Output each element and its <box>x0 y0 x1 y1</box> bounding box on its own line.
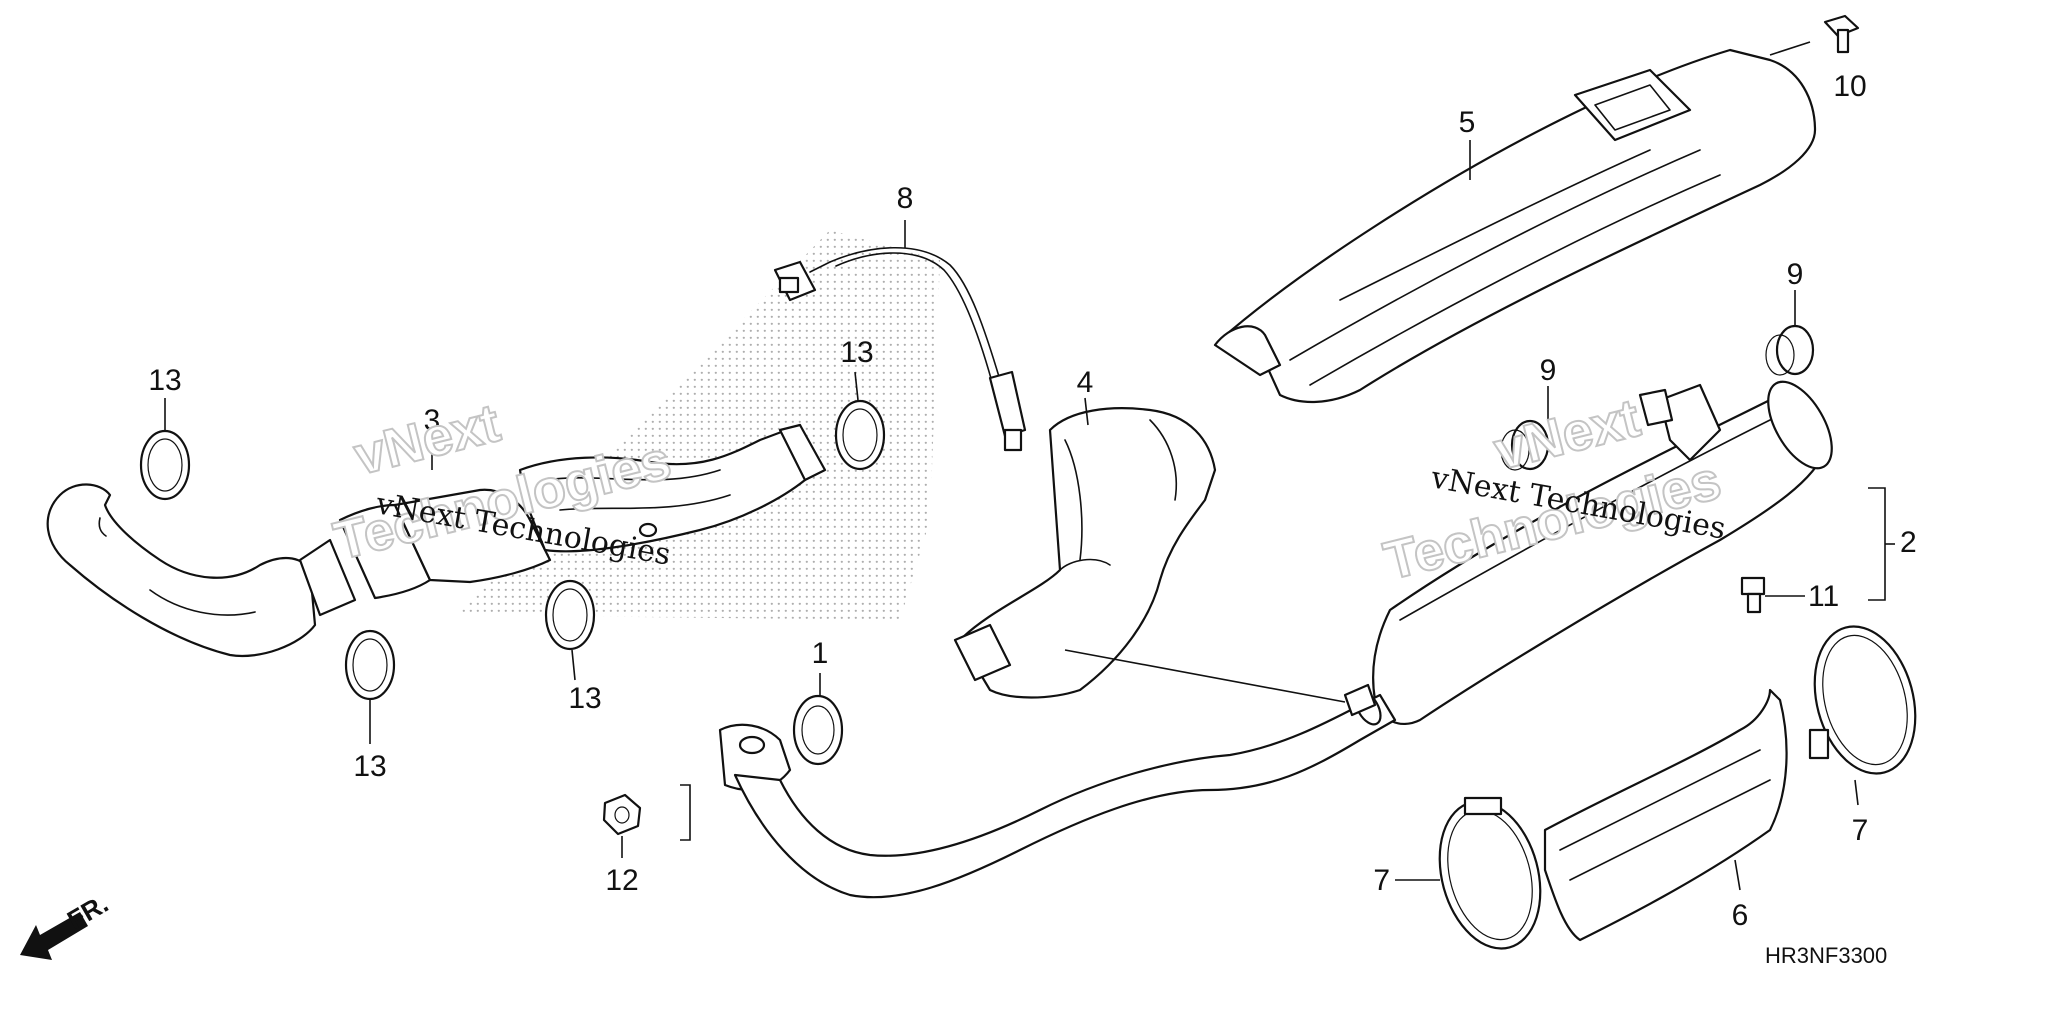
part-9-grommet-left <box>1500 419 1550 471</box>
callout-9-left: 9 <box>1540 354 1557 387</box>
callout-12: 12 <box>605 864 638 897</box>
part-4-heat-shield <box>953 407 1217 699</box>
callout-numbers: 1 2 3 4 5 6 7 7 8 9 9 10 11 12 13 13 13 … <box>148 70 1916 932</box>
part-11-screw <box>1740 576 1766 614</box>
callout-4: 4 <box>1077 366 1094 399</box>
callout-13-top-left: 13 <box>148 364 181 397</box>
callout-9-right: 9 <box>1787 258 1804 291</box>
part-10-bolt <box>1823 14 1860 54</box>
part-5-muffler-heat-shield <box>1213 48 1817 403</box>
callout-5: 5 <box>1459 106 1476 139</box>
callout-2: 2 <box>1900 526 1917 559</box>
part-2-muffler <box>1372 380 1833 725</box>
part-13-hose-clamp-top-right <box>834 399 886 471</box>
leader-lines <box>164 41 1895 891</box>
callout-3: 3 <box>424 404 441 437</box>
part-13-hose-clamp-middle <box>544 579 596 651</box>
part-7-band-clamp-left <box>1438 796 1542 950</box>
exhaust-pipe-main <box>718 683 1397 899</box>
part-7-band-clamp-right <box>1808 625 1917 775</box>
callout-7-right: 7 <box>1852 814 1869 847</box>
part-13-hose-clamp-bottom-left <box>344 629 396 701</box>
front-direction-indicator: FR. <box>20 888 113 960</box>
callout-11: 11 <box>1808 580 1839 613</box>
part-3-exhaust-pipe-catalyst <box>46 423 827 658</box>
callout-13-top-right: 13 <box>840 336 873 369</box>
part-12-nut <box>602 793 642 836</box>
diagram-code: HR3NF3300 <box>1765 943 1887 968</box>
callout-1: 1 <box>812 637 829 670</box>
part-9-grommet-right <box>1765 324 1815 376</box>
part-1-gasket <box>792 694 844 766</box>
part-13-hose-clamp-top-left <box>139 429 191 501</box>
front-arrow-icon <box>20 912 88 960</box>
part-6-tail-shield <box>1543 688 1788 942</box>
callout-13-bottom-left: 13 <box>353 750 386 783</box>
callout-7-left: 7 <box>1373 864 1390 897</box>
callout-8: 8 <box>897 182 914 215</box>
svg-text:vNext: vNext <box>1488 388 1645 482</box>
callout-10: 10 <box>1833 70 1866 103</box>
part-8-oxygen-sensor <box>773 246 1027 452</box>
callout-6: 6 <box>1732 899 1749 932</box>
callout-13-middle: 13 <box>568 682 601 715</box>
